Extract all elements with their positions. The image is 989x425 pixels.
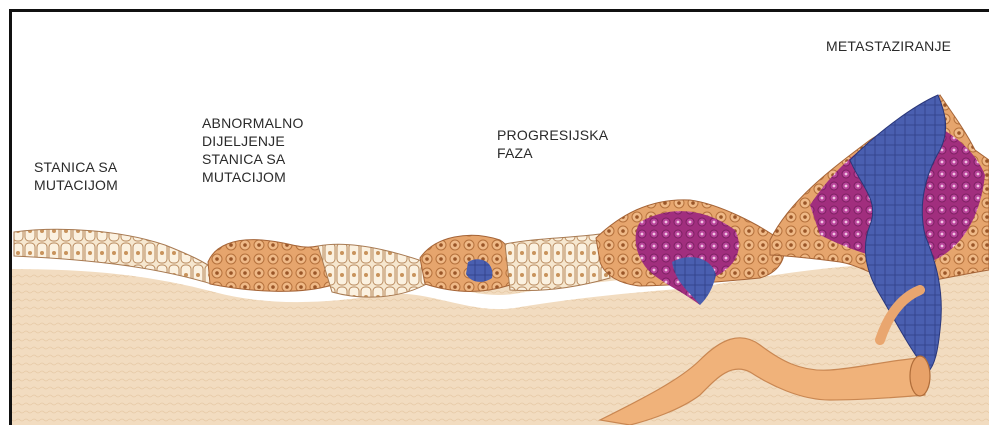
connective-tissue — [12, 265, 989, 425]
pre-tumor-epithelium — [505, 234, 610, 291]
progression-mound — [420, 235, 512, 291]
label-metastasis: METASTAZIRANJE — [826, 37, 951, 55]
label-progression-phase: PROGRESIJSKA FAZA — [497, 126, 608, 162]
label-mutated-cell: STANICA SA MUTACIJOM — [34, 158, 118, 194]
label-abnormal-division: ABNORMALNO DIJELJENJE STANICA SA MUTACIJ… — [202, 114, 304, 186]
middle-epithelium — [318, 244, 430, 297]
abnormal-division-mound — [208, 240, 333, 292]
vessel-opening — [910, 356, 930, 396]
